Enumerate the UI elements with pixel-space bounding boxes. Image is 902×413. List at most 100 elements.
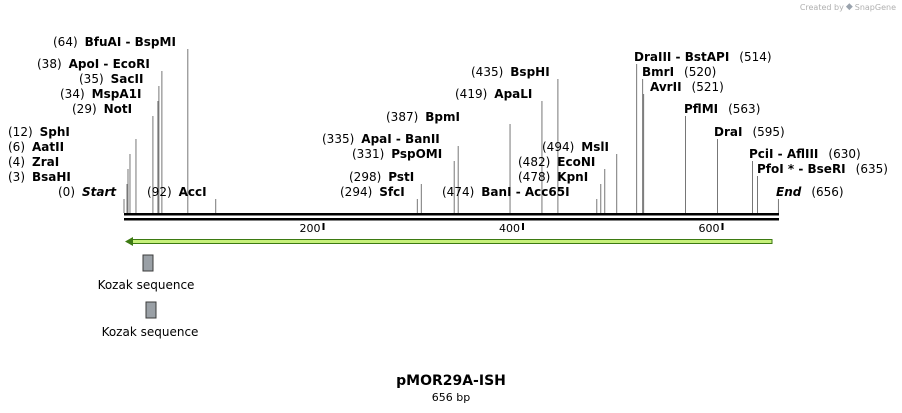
site-name: MslI (581, 140, 609, 154)
site-name: BsaHI (32, 170, 71, 184)
ruler-tick-label: 600 (699, 222, 720, 235)
kozak-feature-box[interactable] (142, 254, 154, 272)
map-title: pMOR29A-ISH (396, 373, 506, 389)
restriction-site-label[interactable]: (387) BpmI (386, 110, 460, 124)
site-name: KpnI (557, 170, 588, 184)
site-name: ApaI - BanII (361, 132, 440, 146)
restriction-site-label[interactable]: (494)MslI (542, 140, 609, 154)
snapgene-credit: Created by ◆ SnapGene (800, 2, 896, 12)
restriction-site-label[interactable]: (478) KpnI (518, 170, 588, 184)
orf-arrow[interactable] (125, 237, 773, 246)
snapgene-logo-icon: ◆ (845, 2, 853, 12)
site-position: (435) (471, 65, 503, 79)
restriction-site-label[interactable]: AvrII(521) (650, 80, 724, 94)
restriction-site-label[interactable]: End (656) (776, 185, 844, 199)
backbone-bottom-strand (124, 218, 779, 221)
restriction-site-label[interactable]: (35)SacII (79, 72, 143, 86)
restriction-site-label[interactable]: (29) NotI (72, 102, 132, 116)
site-name: PspOMI (391, 147, 442, 161)
restriction-site-label[interactable]: (4) ZraI (8, 155, 59, 169)
site-name: BpmI (425, 110, 460, 124)
ruler-tick-label: 400 (499, 222, 520, 235)
site-position: (29) (72, 102, 97, 116)
site-position: (6) (8, 140, 25, 154)
restriction-site-label[interactable]: (3) BsaHI (8, 170, 71, 184)
site-leader-lines (123, 49, 779, 213)
credit-text: Created by (799, 2, 844, 12)
site-position: (656) (811, 185, 843, 199)
site-position: (294) (340, 185, 372, 199)
site-name: PstI (388, 170, 414, 184)
restriction-site-label[interactable]: (482) EcoNI (518, 155, 595, 169)
site-position: (482) (518, 155, 550, 169)
site-name: DraI (714, 125, 742, 139)
orf-arrowhead-icon (125, 237, 133, 246)
restriction-site-label[interactable]: PfoI * - BseRI (635) (757, 162, 888, 176)
site-name: AatII (32, 140, 64, 154)
restriction-site-label[interactable]: (38) ApoI - EcoRI (37, 57, 150, 71)
site-position: (635) (856, 162, 888, 176)
restriction-site-label[interactable]: PciI - AflIII (630) (749, 147, 861, 161)
site-name: Start (82, 185, 117, 199)
site-name: EcoNI (557, 155, 595, 169)
site-name: BspHI (510, 65, 549, 79)
kozak-feature-box[interactable] (145, 301, 157, 319)
credit-brand: SnapGene (854, 2, 896, 12)
site-position: (92) (147, 185, 172, 199)
map-length: 656 bp (431, 391, 471, 404)
restriction-site-label[interactable]: (0) Start (58, 185, 117, 199)
site-name: PfoI * - BseRI (757, 162, 846, 176)
site-name: DraIII - BstAPI (634, 50, 729, 64)
restriction-site-label[interactable]: (419)ApaLI (455, 87, 532, 101)
site-position: (514) (739, 50, 771, 64)
restriction-site-label[interactable]: (298) PstI (349, 170, 414, 184)
site-position: (0) (58, 185, 75, 199)
restriction-site-label[interactable]: (331) PspOMI (352, 147, 442, 161)
site-name: PciI - AflIII (749, 147, 818, 161)
site-name: SfcI (379, 185, 404, 199)
site-name: BfuAI - BspMI (85, 35, 176, 49)
site-name: SphI (40, 125, 70, 139)
site-position: (630) (828, 147, 860, 161)
site-name: AccI (179, 185, 207, 199)
restriction-site-label[interactable]: (64) BfuAI - BspMI (53, 35, 176, 49)
site-name: MspA1I (92, 87, 142, 101)
restriction-site-label[interactable]: (6) AatII (8, 140, 64, 154)
restriction-site-label[interactable]: PflMI (563) (684, 102, 760, 116)
site-position: (34) (60, 87, 85, 101)
site-position: (38) (37, 57, 62, 71)
restriction-site-label[interactable]: BmrI(520) (642, 65, 716, 79)
site-name: BmrI (642, 65, 674, 79)
site-position: (474) (442, 185, 474, 199)
site-position: (335) (322, 132, 354, 146)
site-name: End (776, 185, 802, 199)
restriction-site-label[interactable]: (92) AccI (147, 185, 207, 199)
site-position: (521) (692, 80, 724, 94)
site-position: (4) (8, 155, 25, 169)
site-name: PflMI (684, 102, 718, 116)
site-name: ApoI - EcoRI (69, 57, 150, 71)
orf-bar (130, 239, 773, 244)
site-position: (12) (8, 125, 33, 139)
site-position: (563) (728, 102, 760, 116)
site-position: (387) (386, 110, 418, 124)
restriction-site-label[interactable]: (435) BspHI (471, 65, 550, 79)
restriction-site-label[interactable]: DraIII - BstAPI (514) (634, 50, 772, 64)
site-name: NotI (104, 102, 133, 116)
site-position: (331) (352, 147, 384, 161)
restriction-site-label[interactable]: (335) ApaI - BanII (322, 132, 440, 146)
backbone-top-strand (124, 213, 779, 216)
site-position: (298) (349, 170, 381, 184)
site-position: (419) (455, 87, 487, 101)
site-position: (3) (8, 170, 25, 184)
restriction-site-label[interactable]: (34) MspA1I (60, 87, 141, 101)
restriction-site-label[interactable]: DraI (595) (714, 125, 785, 139)
site-position: (478) (518, 170, 550, 184)
restriction-site-label[interactable]: (294) SfcI (340, 185, 405, 199)
restriction-site-label[interactable]: (12) SphI (8, 125, 70, 139)
site-name: ZraI (32, 155, 59, 169)
site-position: (595) (752, 125, 784, 139)
site-position: (64) (53, 35, 78, 49)
restriction-site-label[interactable]: (474)BanI - Acc65I (442, 185, 570, 199)
